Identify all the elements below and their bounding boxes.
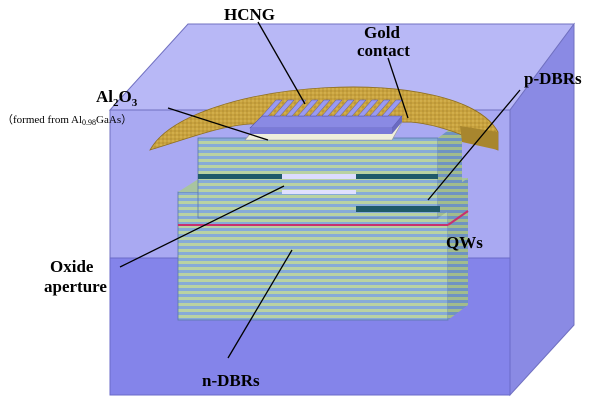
label-oxide-1: Oxide xyxy=(50,257,94,276)
p-dbr-side xyxy=(438,120,462,218)
leader-gold xyxy=(387,57,409,119)
oxide-layer-lower xyxy=(356,206,440,212)
gold-contact-edge xyxy=(460,126,498,150)
oxide-aperture xyxy=(282,174,356,179)
qw-line-side xyxy=(447,210,469,226)
leader-pdbr xyxy=(427,89,521,201)
label-hcng: HCNG xyxy=(224,5,275,24)
label-al2o3-note: （formed from Al0.98GaAs） xyxy=(2,113,132,127)
label-oxide-2: aperture xyxy=(44,277,107,296)
label-n-dbrs: n-DBRs xyxy=(202,371,260,390)
leader-ndbr xyxy=(227,249,293,359)
leader-al2o3 xyxy=(167,107,269,141)
label-al2o3: Al2O3 xyxy=(96,87,138,109)
leader-oxide xyxy=(119,185,285,268)
label-qws: QWs xyxy=(446,233,483,252)
label-gold-contact-1: Gold xyxy=(364,23,400,42)
label-gold-contact-2: contact xyxy=(357,41,410,60)
label-p-dbrs: p-DBRs xyxy=(524,69,582,88)
hcng-grating xyxy=(249,99,403,134)
oxide-aperture-lower xyxy=(282,190,356,194)
leader-hcng xyxy=(257,21,306,105)
